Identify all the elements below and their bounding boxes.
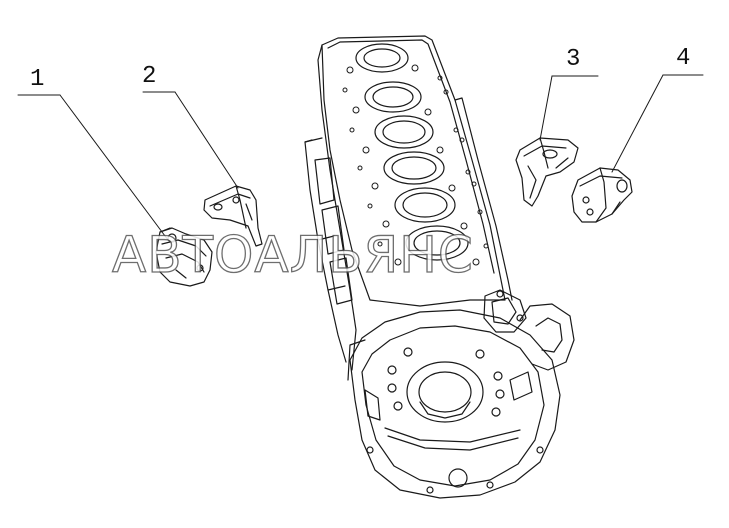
callout-number-2: 2 [142, 63, 157, 90]
cylinder-bores [355, 43, 469, 261]
callout-number-1: 1 [30, 66, 45, 93]
callout-number-4: 4 [676, 45, 691, 72]
callout-number-3: 3 [566, 46, 581, 73]
deck-bolt-holes [342, 64, 489, 266]
leader-lines [17, 74, 704, 241]
watermark-text: АВТОАЛЬЯНС [111, 225, 474, 284]
engine-mount-bracket-1-icon [155, 227, 213, 287]
engine-block-icon [304, 35, 575, 499]
engine-mount-bracket-3-icon [515, 137, 579, 207]
engine-mount-bracket-2-icon [203, 185, 263, 247]
front-boss [483, 289, 575, 371]
flywheel-housing [347, 309, 561, 499]
engine-mount-bracket-4-icon [571, 167, 633, 223]
